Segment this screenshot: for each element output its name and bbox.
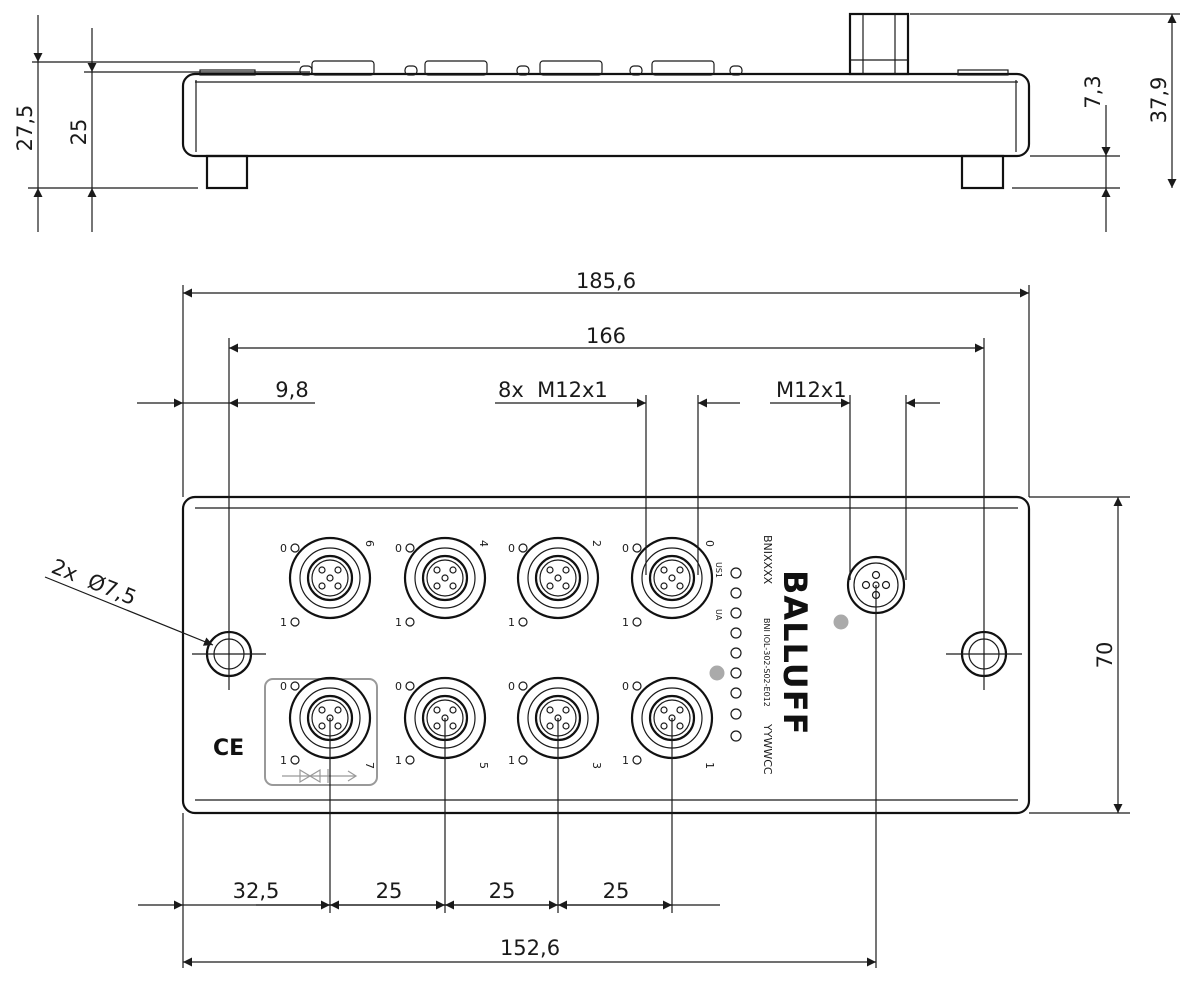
- ce-mark: CE: [213, 736, 244, 761]
- side-body: [181, 72, 1031, 158]
- ua-label: UA: [714, 609, 723, 621]
- dim-37-9: 37,9: [1147, 77, 1171, 124]
- model-code: BNIXXXX: [761, 535, 774, 585]
- pin-label-1: 1: [508, 754, 515, 767]
- port-number-labels: 6 4 2 0 7 5 3 1: [363, 540, 716, 769]
- dim-25-b: 25: [489, 879, 516, 903]
- dim-25-side: 25: [67, 119, 91, 146]
- pin-label-0: 0: [280, 542, 287, 555]
- port-number-label: 0: [703, 540, 716, 547]
- port-2: [516, 536, 600, 620]
- us1-label: US1: [714, 562, 723, 578]
- pin-label-0: 0: [395, 542, 402, 555]
- dim-25-a: 25: [376, 879, 403, 903]
- pin-label-1: 1: [395, 754, 402, 767]
- date-code: YYWWCC: [761, 723, 774, 775]
- dim-152-6: 152,6: [500, 936, 560, 960]
- dim-7-3: 7,3: [1081, 75, 1105, 108]
- port-number-label: 1: [703, 762, 716, 769]
- status-led-column: [709, 567, 849, 742]
- ports-group: [288, 536, 714, 760]
- pin-label-0: 0: [508, 542, 515, 555]
- part-number: BNI IOL-302-S02-E012: [762, 618, 771, 707]
- pin-label-1: 1: [395, 616, 402, 629]
- port-4: [403, 536, 487, 620]
- pin-labels: 0 1 0 1 0 1 0 1 0 1 0 1 0 1 0 1: [280, 542, 629, 767]
- port-number-label: 6: [363, 540, 376, 547]
- port-6: [288, 536, 372, 620]
- side-foot-left: [205, 154, 249, 190]
- dim-hole-callout: 2x Ø7,5: [48, 554, 140, 610]
- dim-185-6: 185,6: [576, 269, 636, 293]
- side-foot-right: [960, 154, 1005, 190]
- dim-25-c: 25: [603, 879, 630, 903]
- port-0: [630, 536, 714, 620]
- port-7-symbol: [282, 768, 358, 784]
- pin-label-0: 0: [508, 680, 515, 693]
- pin-label-0: 0: [395, 680, 402, 693]
- port-number-label: 4: [477, 540, 490, 547]
- dim-70: 70: [1093, 642, 1117, 669]
- pin-label-1: 1: [508, 616, 515, 629]
- module-body: [181, 495, 1031, 815]
- dim-power-callout: M12x1: [776, 378, 847, 402]
- pin-label-1: 1: [622, 754, 629, 767]
- pin-label-1: 1: [280, 616, 287, 629]
- port-number-label: 7: [363, 762, 376, 769]
- pin-label-1: 1: [622, 616, 629, 629]
- dim-32-5: 32,5: [233, 879, 280, 903]
- pin-label-1: 1: [280, 754, 287, 767]
- top-view: 0 1 0 1 0 1 0 1 0 1 0 1 0 1 0 1 6 4 2 0 …: [44, 269, 1130, 968]
- dim-9-8: 9,8: [275, 378, 308, 402]
- dim-port-callout: 8x M12x1: [498, 378, 608, 402]
- side-view: 27,5 25 7,3 37,9: [13, 12, 1180, 232]
- balluff-logo: BALLUFF: [776, 570, 814, 736]
- pin-label-0: 0: [622, 542, 629, 555]
- port-number-label: 5: [477, 762, 490, 769]
- dim-27-5: 27,5: [13, 105, 37, 152]
- side-port-caps: [199, 60, 1009, 76]
- port-7-highlight: [264, 678, 378, 786]
- port-leds: [290, 543, 642, 765]
- port-number-label: 3: [590, 762, 603, 769]
- pin-label-0: 0: [280, 680, 287, 693]
- port-number-label: 2: [590, 540, 603, 547]
- dim-166: 166: [586, 324, 626, 348]
- side-power-connector: [848, 12, 910, 76]
- pin-label-0: 0: [622, 680, 629, 693]
